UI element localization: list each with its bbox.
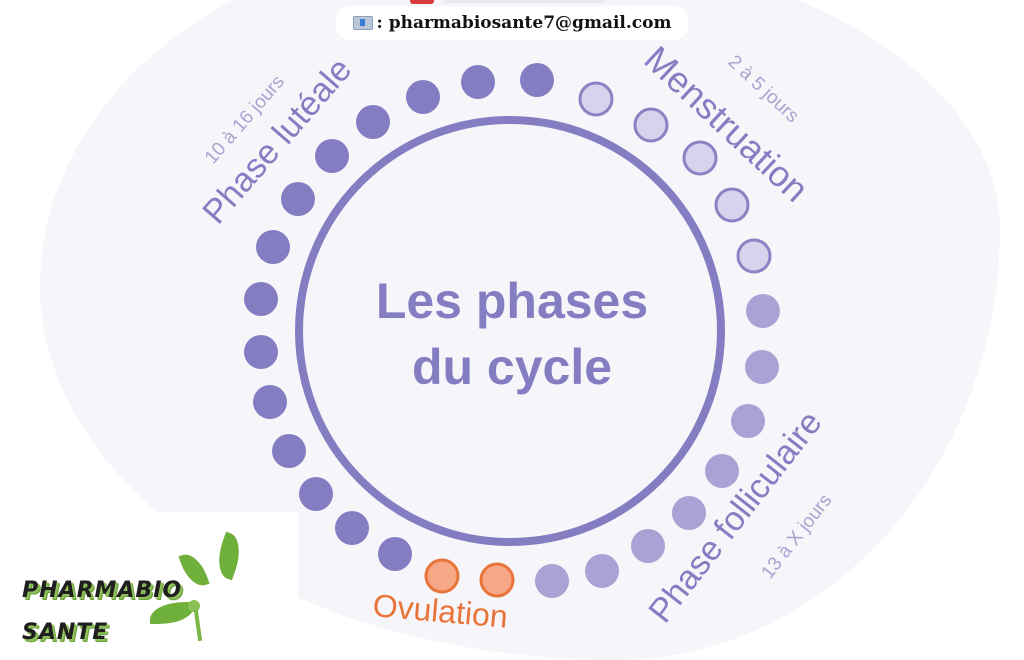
logo-line-2: SANTE (22, 620, 109, 645)
title-line-1: Les phases (376, 273, 648, 329)
follicular-dots (535, 294, 780, 598)
leaf-icon (211, 531, 247, 581)
envelope-icon (352, 16, 373, 30)
menstruation-dots (578, 81, 772, 274)
leaf-icon (178, 549, 210, 591)
leaf-icon (150, 602, 194, 624)
sprout-head-icon (188, 600, 200, 612)
ovulation-dots (424, 558, 515, 598)
inner-ring (295, 116, 725, 546)
cropped-header-line (445, 0, 605, 3)
title-line-2: du cycle (412, 339, 612, 395)
luteal-dots (244, 63, 554, 571)
sprout-stem-icon (193, 609, 203, 642)
logo-line-1: PHARMABIO (22, 578, 183, 603)
cycle-diagram: Les phases du cycle Phase lutéale 10 à 1… (195, 38, 836, 635)
phone-icon-fragment (410, 0, 434, 4)
email-contact[interactable]: : pharmabiosante7@gmail.com (336, 6, 688, 40)
logo: PHARMABIO SANTE (0, 512, 298, 645)
email-text: : pharmabiosante7@gmail.com (376, 13, 672, 33)
